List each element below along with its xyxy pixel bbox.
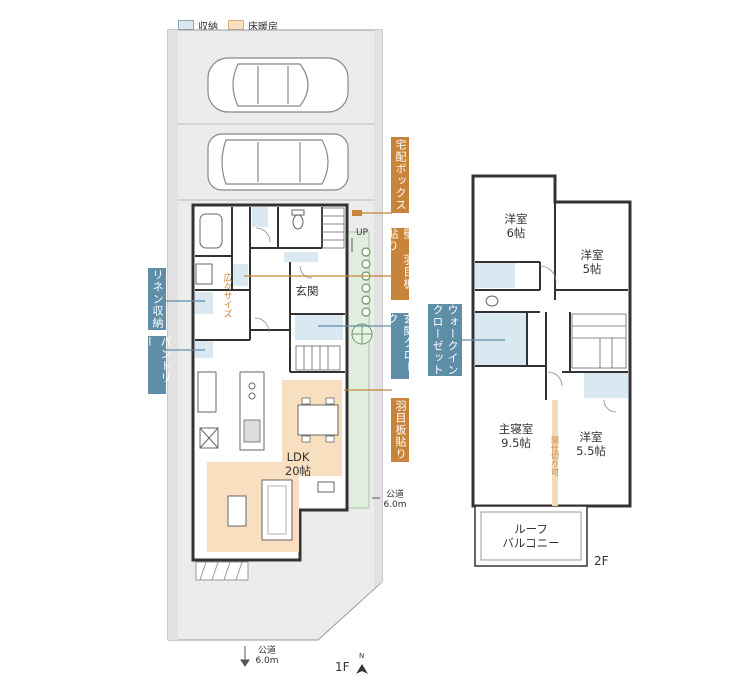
room-western3-size: 5.5帖 bbox=[576, 444, 606, 458]
stairs-1f bbox=[295, 207, 345, 371]
washbasin bbox=[195, 263, 213, 285]
room-roof-balcony: ルーフ バルコニー bbox=[494, 522, 568, 550]
road-side-label: 公道 bbox=[385, 490, 404, 500]
roof-balcony bbox=[474, 505, 588, 567]
tv-board bbox=[317, 481, 335, 493]
room-western2: 洋室 5帖 bbox=[568, 248, 616, 276]
walkin-closet-area bbox=[475, 312, 527, 366]
room-western3-name: 洋室 bbox=[579, 430, 603, 444]
room-western1: 洋室 6帖 bbox=[492, 212, 540, 240]
bathtub bbox=[199, 213, 223, 249]
tree-symbol bbox=[351, 323, 373, 345]
site-1f-strip bbox=[168, 30, 178, 640]
legend-storage-label: 収納 bbox=[198, 21, 218, 33]
note-partition: 間仕切り可 bbox=[550, 436, 560, 476]
deck bbox=[195, 561, 249, 581]
pantry-area bbox=[195, 340, 213, 358]
tag-delivery-box: 宅配ボックス bbox=[391, 137, 409, 213]
toilet-2f bbox=[485, 295, 499, 307]
room-roof-balcony-l2: バルコニー bbox=[502, 536, 560, 550]
toilet-1f bbox=[292, 214, 304, 230]
stairs-2f bbox=[571, 313, 627, 369]
road-bottom: 公道 6.0m bbox=[250, 646, 284, 666]
rear-counter bbox=[197, 371, 217, 413]
linen-storage-area bbox=[195, 292, 213, 314]
entrance-cloak-area bbox=[295, 314, 343, 340]
tag-pantry: パントリー bbox=[143, 336, 172, 394]
closet-2f-a bbox=[475, 262, 515, 288]
delivery-box-symbol bbox=[352, 210, 362, 216]
shoe-storage-top bbox=[284, 252, 318, 262]
room-ldk: LDK 20帖 bbox=[270, 450, 326, 478]
room-roof-balcony-l1: ルーフ bbox=[514, 522, 548, 536]
house-2f bbox=[471, 174, 632, 567]
car-1 bbox=[207, 57, 349, 113]
tag-walkin-closet: ウォークイン クローゼット bbox=[428, 304, 462, 376]
tag-linen-storage: リネン収納 bbox=[148, 268, 166, 330]
road-bottom-width: 6.0m bbox=[255, 656, 279, 666]
room-ldk-name: LDK bbox=[286, 450, 310, 464]
road-side: 公道 6.0m bbox=[378, 490, 412, 510]
storage-top bbox=[252, 207, 268, 227]
car-2 bbox=[207, 133, 349, 191]
room-master: 主寝室 9.5帖 bbox=[488, 422, 544, 450]
dining-table bbox=[297, 404, 339, 436]
floor-label-2f: 2F bbox=[594, 554, 609, 568]
room-western2-name: 洋室 bbox=[580, 248, 604, 262]
room-master-size: 9.5帖 bbox=[501, 436, 531, 450]
road-bottom-label: 公道 bbox=[257, 646, 276, 656]
site-1f-right-strip bbox=[374, 30, 382, 588]
room-master-name: 主寝室 bbox=[498, 422, 534, 436]
compass-icon bbox=[356, 664, 368, 674]
shrubs bbox=[361, 247, 371, 317]
tag-louver: 羽目板貼り bbox=[391, 398, 409, 462]
legend-heating-label: 床暖房 bbox=[248, 21, 278, 33]
floor-label-1f: 1F bbox=[335, 660, 350, 674]
coffee-table bbox=[227, 495, 247, 527]
wide-size-closet bbox=[232, 264, 248, 286]
room-western1-name: 洋室 bbox=[504, 212, 528, 226]
road-side-width: 6.0m bbox=[383, 500, 407, 510]
room-western3: 洋室 5.5帖 bbox=[566, 430, 616, 458]
tag-wall-louver: 壁 羽目板貼り bbox=[386, 228, 415, 300]
closet-2f-b bbox=[584, 372, 628, 398]
house-1f bbox=[191, 203, 349, 581]
compass-letter: N bbox=[359, 652, 365, 660]
room-western1-size: 6帖 bbox=[506, 226, 526, 240]
room-entrance: 玄関 bbox=[295, 284, 319, 298]
tag-entrance-cloak: 玄関クローク bbox=[386, 313, 415, 379]
room-ldk-size: 20帖 bbox=[284, 464, 312, 478]
room-western2-size: 5帖 bbox=[582, 262, 602, 276]
sofa bbox=[261, 479, 293, 541]
note-up: UP bbox=[356, 228, 369, 238]
note-wide-size: 広々サイズ bbox=[221, 272, 232, 318]
